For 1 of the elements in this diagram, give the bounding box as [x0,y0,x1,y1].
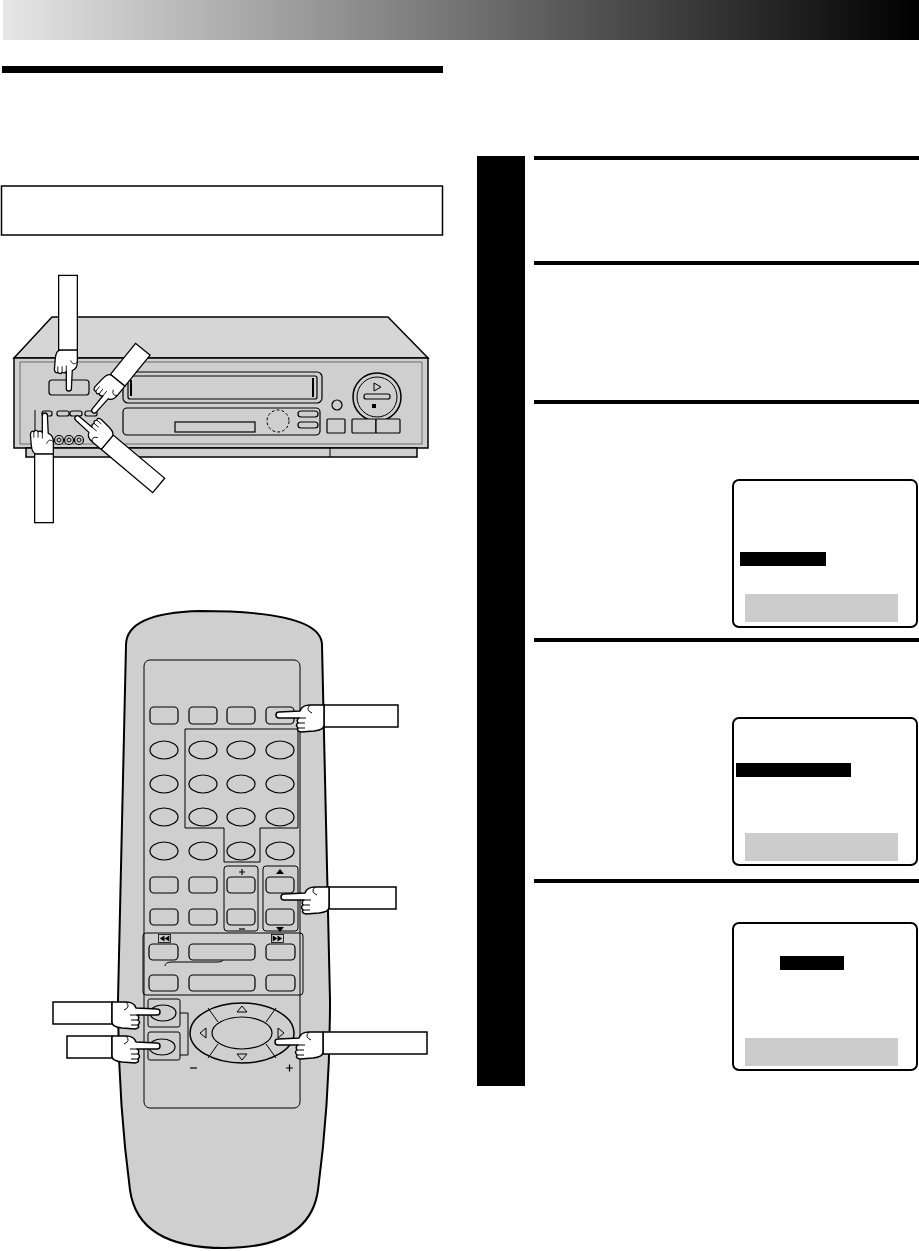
step-bar [477,156,525,1086]
